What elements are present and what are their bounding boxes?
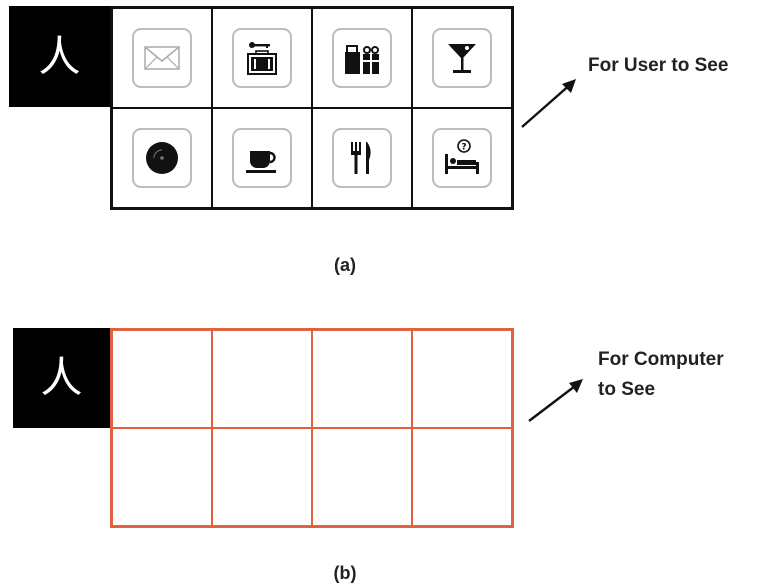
person-character: 人: [40, 353, 83, 402]
panel-b-annotation-line1: For Computer: [598, 349, 724, 370]
grid-cell[interactable]: [412, 428, 512, 526]
grid-cell[interactable]: [212, 330, 312, 428]
grid-cell[interactable]: [212, 108, 312, 208]
panel-b-annotation: For Computer to See: [598, 348, 724, 402]
grid-cell[interactable]: [112, 428, 212, 526]
grid-cell[interactable]: ?: [412, 108, 512, 208]
disc-icon: [146, 142, 178, 174]
luggage-key-icon: [247, 42, 277, 75]
fork-knife-icon: [351, 142, 371, 174]
grid-cell[interactable]: [212, 428, 312, 526]
grid-cell[interactable]: [412, 8, 512, 108]
panel-b-symbol-tile: 人: [13, 328, 110, 428]
grid-cell[interactable]: [312, 108, 412, 208]
panel-b-annotation-line2: to See: [598, 379, 656, 400]
grid-cell[interactable]: [112, 8, 212, 108]
person-character: 人: [38, 31, 81, 81]
panel-a-icon-grid: ?: [110, 6, 514, 210]
grid-cell[interactable]: [112, 330, 212, 428]
grid-cell[interactable]: [212, 8, 312, 108]
panel-a-annotation: For User to See: [588, 55, 729, 76]
grid-cell[interactable]: [312, 330, 412, 428]
cocktail-icon: [448, 44, 476, 73]
grid-cell[interactable]: [312, 8, 412, 108]
gift-shopping-icon: [345, 45, 379, 74]
panel-b-caption: (b): [333, 563, 357, 583]
grid-cell[interactable]: [112, 108, 212, 208]
bed-question-icon: ?: [445, 139, 479, 174]
coffee-cup-icon: [246, 151, 276, 173]
panel-a-caption: (a): [334, 255, 356, 275]
panel-b-empty-grid: [110, 328, 514, 528]
arrow-icon: [521, 79, 576, 128]
arrow-icon: [528, 379, 583, 422]
svg-text:?: ?: [461, 143, 466, 153]
panel-a-symbol-tile: 人: [9, 6, 110, 107]
grid-cell[interactable]: [312, 428, 412, 526]
grid-cell[interactable]: [412, 330, 512, 428]
envelope-icon: [144, 46, 180, 70]
